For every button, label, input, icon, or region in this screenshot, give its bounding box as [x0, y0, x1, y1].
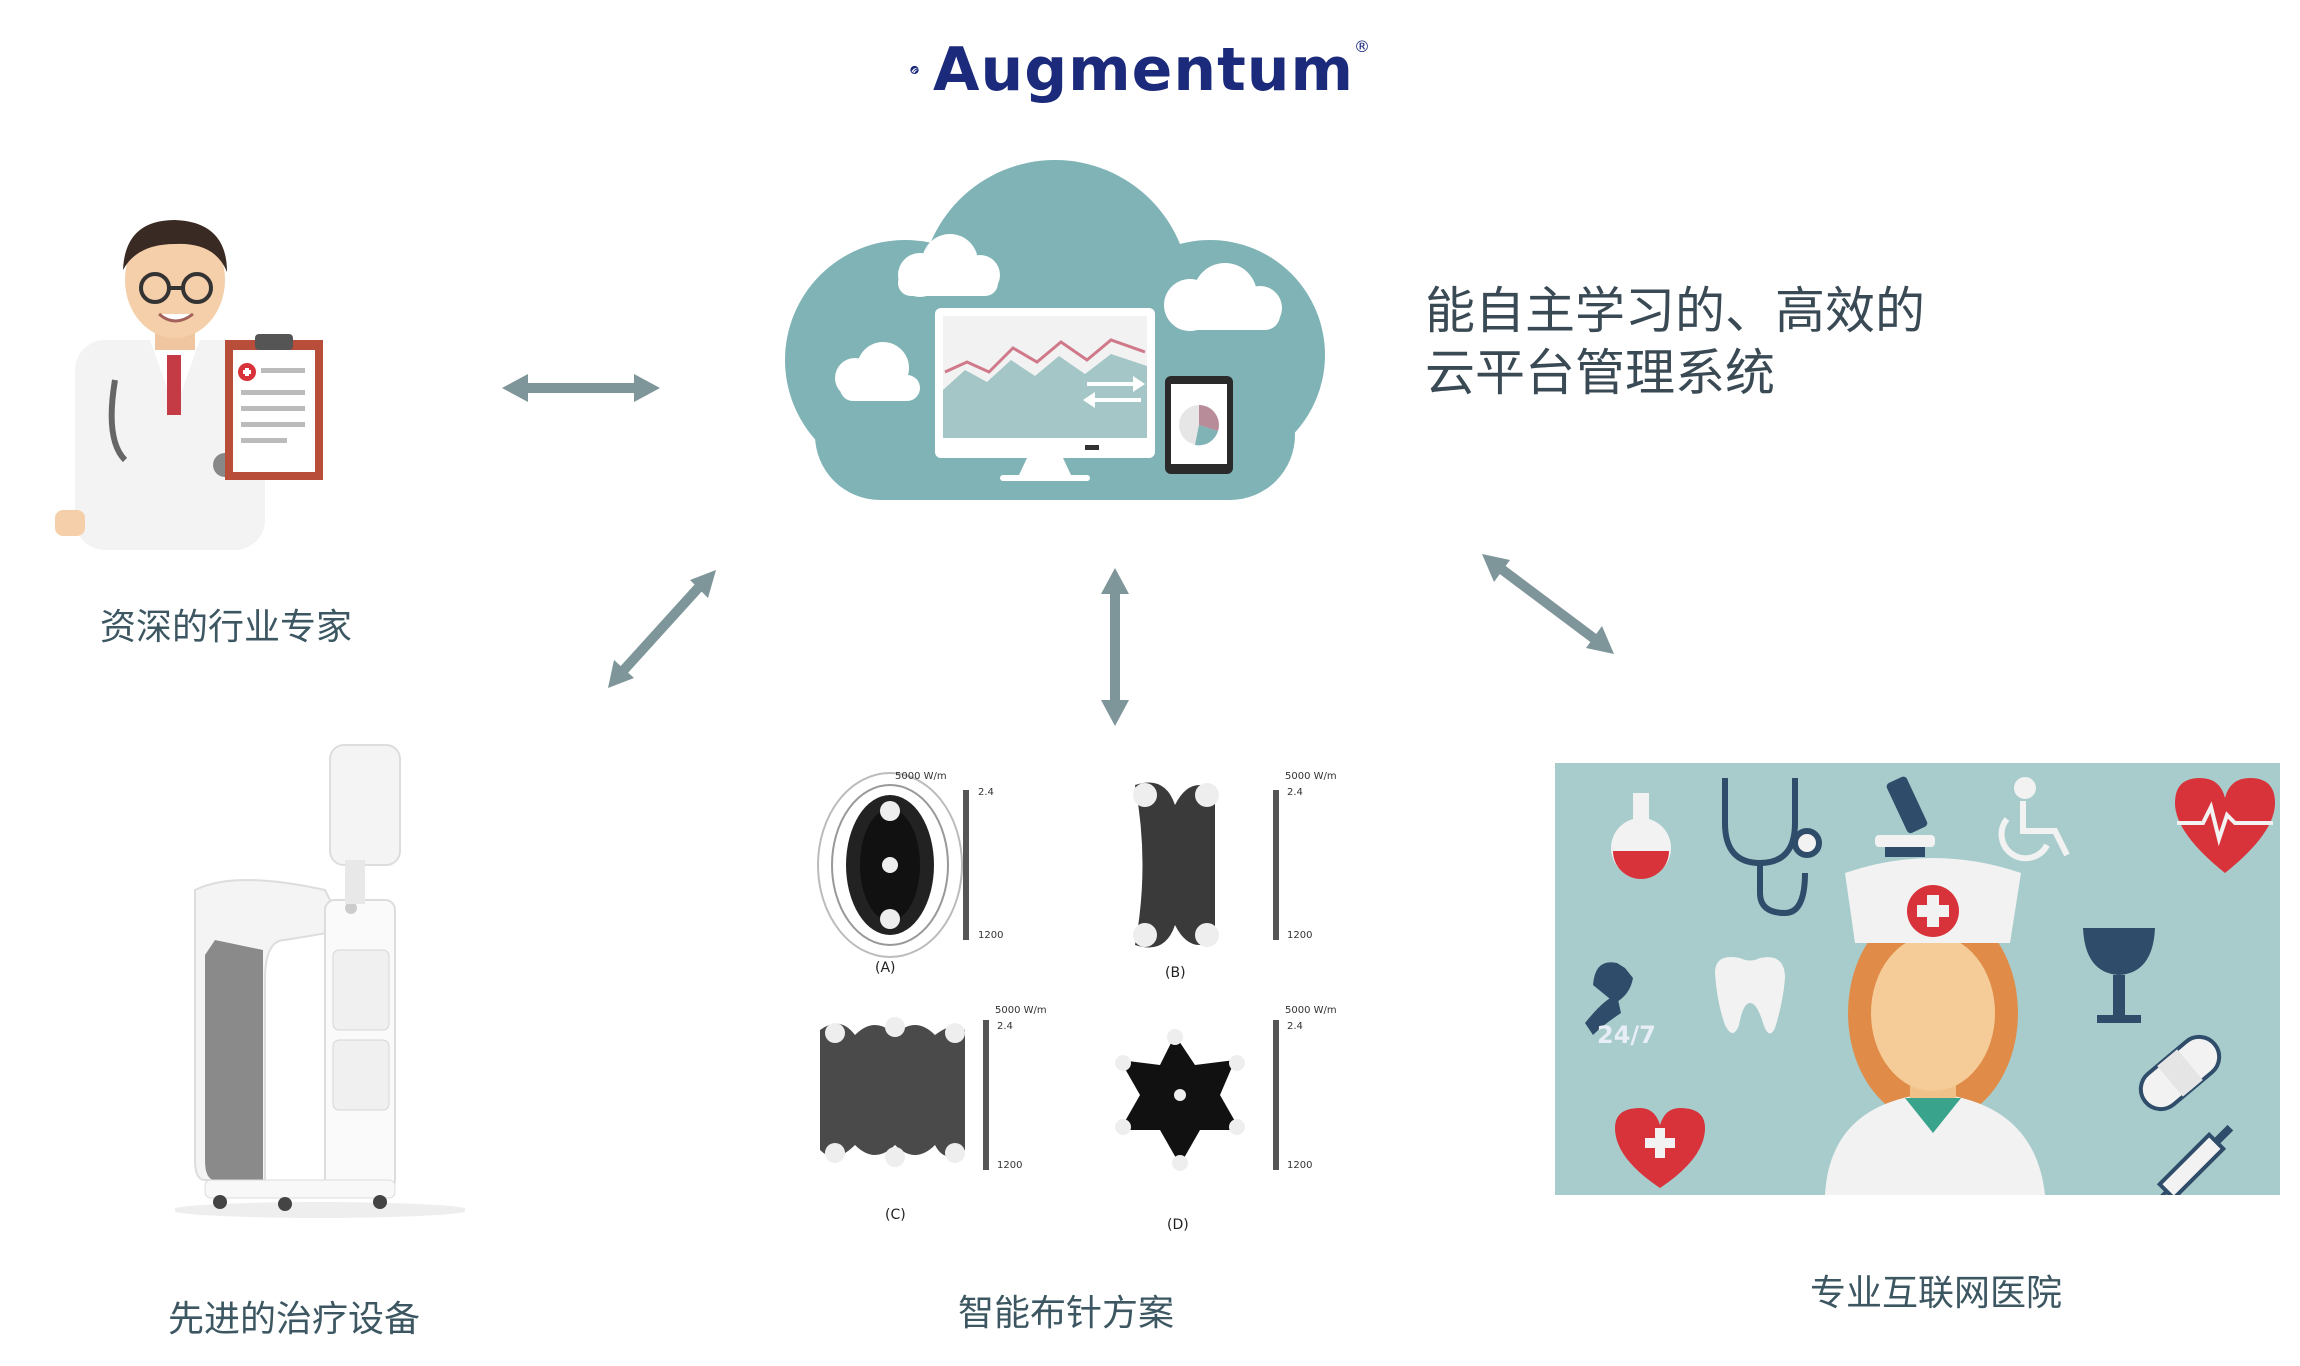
panel-d-caption: (D): [1167, 1217, 1189, 1233]
cloud-platform: [755, 150, 1355, 510]
panel-d-scale-title: 5000 W/m: [1285, 1005, 1337, 1016]
panel-c: [820, 1017, 989, 1170]
panel-a-scale-bottom: 1200: [978, 930, 1004, 941]
bandage-icon: [2138, 1034, 2222, 1112]
cloud-description: 能自主学习的、高效的 云平台管理系统: [1425, 280, 1985, 404]
cloud-icon: [785, 160, 1325, 500]
hospital-illustration: 24/7: [1555, 763, 2280, 1195]
needle-plan-figure: 5000 W/m 2.4 1200 (A) 5000 W/m 2.4 1200 …: [795, 765, 1355, 1255]
panel-b: [1133, 782, 1279, 948]
arrow-device-cloud: [608, 570, 716, 688]
brand-name: Augmentum: [933, 35, 1354, 105]
needle-plan-panels: [817, 772, 1279, 1171]
panel-b-scale-bottom: 1200: [1287, 930, 1313, 941]
hospital-icons: 24/7: [1585, 776, 2275, 1195]
treatment-device-illustration: [175, 744, 465, 1218]
nurse-illustration: [1825, 858, 2045, 1195]
cloud-description-line1: 能自主学习的、高效的: [1425, 282, 1925, 340]
heartbeat-icon: [2175, 778, 2275, 873]
tooth-icon: [1715, 957, 1785, 1034]
badge-247: 24/7: [1597, 1021, 1656, 1049]
clipboard-icon: [225, 334, 323, 480]
augmentum-logo-icon: [910, 65, 919, 75]
medicine-cup-icon: [2083, 928, 2155, 1023]
arrow-needle-cloud: [1101, 568, 1129, 726]
panel-a-scale-top: 2.4: [978, 787, 994, 798]
stethoscope-icon: [1722, 778, 1822, 917]
panel-d-scale-bottom: 1200: [1287, 1160, 1313, 1171]
arrow-expert-cloud: [502, 374, 660, 402]
panel-a-scale-title: 5000 W/m: [895, 771, 947, 782]
expert-label: 资深的行业专家: [100, 607, 353, 648]
brand-logo: Augmentum ®: [910, 20, 1370, 120]
panel-c-scale-top: 2.4: [997, 1021, 1013, 1032]
device-label: 先进的治疗设备: [168, 1299, 421, 1340]
monitor-icon: [935, 308, 1155, 481]
hospital-label: 专业互联网医院: [1810, 1273, 2063, 1314]
device-illustration: [175, 740, 465, 1220]
panel-b-scale-title: 5000 W/m: [1285, 771, 1337, 782]
needle-label: 智能布针方案: [958, 1293, 1175, 1334]
phone-icon: [1585, 962, 1633, 1035]
sync-arrows-icon: [1083, 376, 1145, 408]
tablet-icon: [1165, 376, 1233, 474]
panel-d: [1115, 1020, 1279, 1171]
doctor-illustration: [55, 220, 323, 550]
flask-icon: [1611, 793, 1671, 879]
panel-a-caption: (A): [875, 960, 896, 976]
panel-b-scale-top: 2.4: [1287, 787, 1303, 798]
syringe-icon: [2144, 1124, 2234, 1195]
arrow-hospital-cloud: [1482, 554, 1614, 654]
microscope-icon: [1875, 776, 1935, 857]
panel-a: [817, 772, 969, 958]
panel-d-scale-top: 2.4: [1287, 1021, 1303, 1032]
panel-c-caption: (C): [885, 1207, 906, 1223]
wheelchair-icon: [1998, 777, 2070, 862]
panel-c-scale-bottom: 1200: [997, 1160, 1023, 1171]
brand-reg-mark: ®: [1354, 36, 1370, 56]
panel-c-scale-title: 5000 W/m: [995, 1005, 1047, 1016]
expert-illustration: [55, 210, 335, 550]
cloud-description-line2: 云平台管理系统: [1425, 344, 1775, 402]
heart-plus-icon: [1615, 1108, 1705, 1188]
panel-b-caption: (B): [1165, 965, 1186, 981]
